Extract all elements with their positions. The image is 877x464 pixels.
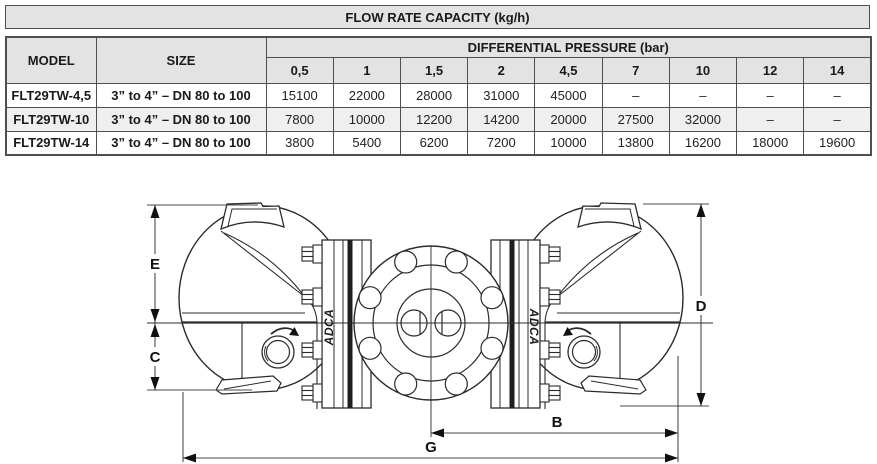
flow-value: –	[668, 82, 738, 108]
model-cell: FLT29TW-4,5	[5, 82, 97, 108]
flow-value: 6200	[399, 130, 469, 156]
flow-value: 31000	[467, 82, 536, 108]
brand-logo-left: ADCA	[322, 309, 336, 347]
size-cell: 3” to 4” – DN 80 to 100	[95, 82, 267, 108]
model-cell: FLT29TW-10	[5, 106, 97, 132]
table-row: FLT29TW-14 3” to 4” – DN 80 to 100 3800 …	[5, 130, 872, 156]
pressure-header: 2	[467, 56, 536, 84]
flow-value: 3800	[265, 130, 334, 156]
flow-value: 32000	[668, 106, 738, 132]
pressure-header: 10	[668, 56, 738, 84]
float-trap-dimensional-drawing: E C D B G	[146, 201, 713, 463]
pressure-header: 0,5	[265, 56, 334, 84]
center-flange	[353, 245, 509, 437]
flow-value: 7200	[467, 130, 536, 156]
flow-value: –	[736, 82, 805, 108]
flow-value: –	[803, 82, 872, 108]
flow-value: –	[803, 106, 872, 132]
col-header-size: SIZE	[95, 36, 267, 84]
pressure-header: 1	[332, 56, 401, 84]
flow-value: 20000	[534, 106, 603, 132]
table-row: FLT29TW-10 3” to 4” – DN 80 to 100 7800 …	[5, 106, 872, 132]
flow-value: 27500	[601, 106, 670, 132]
flow-value: 18000	[736, 130, 805, 156]
flow-rate-table: MODEL SIZE DIFFERENTIAL PRESSURE (bar) 0…	[5, 36, 872, 156]
pressure-header: 1,5	[399, 56, 469, 84]
model-cell: FLT29TW-14	[5, 130, 97, 156]
dim-label-B: B	[552, 414, 563, 431]
dim-label-C: C	[150, 349, 161, 366]
dim-label-D: D	[696, 298, 707, 315]
flow-value: 10000	[534, 130, 603, 156]
flow-value: 15100	[265, 82, 334, 108]
col-header-differential-pressure: DIFFERENTIAL PRESSURE (bar)	[265, 36, 872, 58]
dimension-E-C: E C	[146, 204, 258, 391]
col-header-model: MODEL	[5, 36, 97, 84]
flow-rate-capacity-title: FLOW RATE CAPACITY (kg/h)	[5, 5, 870, 29]
flow-value: 16200	[668, 130, 738, 156]
dim-label-E: E	[150, 256, 160, 273]
flow-value: 7800	[265, 106, 334, 132]
pressure-header: 7	[601, 56, 670, 84]
size-cell: 3” to 4” – DN 80 to 100	[95, 106, 267, 132]
flow-value: 19600	[803, 130, 872, 156]
flow-value: –	[601, 82, 670, 108]
table-row: FLT29TW-4,5 3” to 4” – DN 80 to 100 1510…	[5, 82, 872, 108]
pressure-header: 12	[736, 56, 805, 84]
flow-value: 28000	[399, 82, 469, 108]
pressure-header: 4,5	[534, 56, 603, 84]
dimension-D: D	[620, 203, 710, 407]
flow-value: 12200	[399, 106, 469, 132]
flow-value: 22000	[332, 82, 401, 108]
flow-value: –	[736, 106, 805, 132]
flow-value: 14200	[467, 106, 536, 132]
brand-logo-right: ADCA	[527, 308, 541, 346]
pressure-header: 14	[803, 56, 872, 84]
flow-value: 10000	[332, 106, 401, 132]
dimension-G: G	[182, 392, 678, 463]
size-cell: 3” to 4” – DN 80 to 100	[95, 130, 267, 156]
flow-value: 45000	[534, 82, 603, 108]
title-text: FLOW RATE CAPACITY (kg/h)	[345, 9, 530, 25]
flange-bolt-holes	[358, 250, 504, 396]
dim-label-G: G	[425, 439, 437, 456]
flow-value: 13800	[601, 130, 670, 156]
flow-value: 5400	[332, 130, 401, 156]
dimension-B: B	[431, 356, 679, 462]
